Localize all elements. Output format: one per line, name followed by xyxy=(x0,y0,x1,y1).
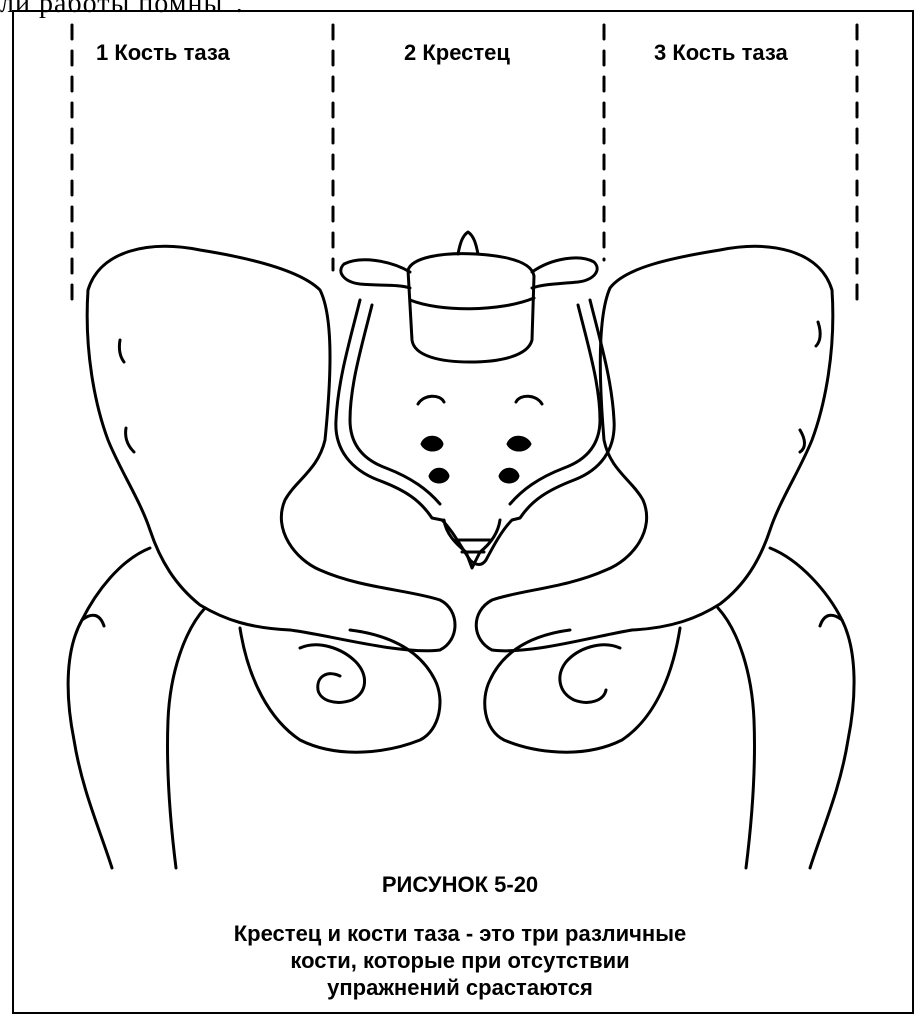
figure-caption: Крестец и кости таза - это три различные… xyxy=(0,920,920,1001)
caption-line: упражнений срастаются xyxy=(0,974,920,1001)
right-hip-detail xyxy=(816,322,820,346)
label-pelvic-bone-1: 1 Кость таза xyxy=(96,40,230,66)
caption-line: Крестец и кости таза - это три различные xyxy=(0,920,920,947)
left-femur xyxy=(68,548,150,868)
left-femur-neck xyxy=(82,615,104,626)
right-hip-detail xyxy=(800,430,805,452)
right-ischium xyxy=(485,628,680,752)
label-sacrum: 2 Крестец xyxy=(404,40,510,66)
sacral-foramen xyxy=(430,469,448,482)
right-femur xyxy=(770,548,854,868)
sacral-foramen xyxy=(516,396,542,404)
caption-line: кости, которые при отсутствии xyxy=(0,947,920,974)
sacral-foramen xyxy=(422,437,442,450)
vertebra-disc xyxy=(410,298,534,309)
left-hip-detail xyxy=(126,428,134,452)
figure-title: РИСУНОК 5-20 xyxy=(0,872,920,898)
right-obturator xyxy=(560,645,620,703)
left-hip-detail xyxy=(119,340,124,362)
left-obturator xyxy=(300,645,365,703)
sacrum-outline xyxy=(336,300,614,565)
sacral-foramen xyxy=(418,396,444,404)
right-femur-inner xyxy=(718,608,755,868)
left-hip-bone xyxy=(87,246,455,650)
label-pelvic-bone-3: 3 Кость таза xyxy=(654,40,788,66)
right-hip-bone xyxy=(476,246,833,650)
sacral-foramen xyxy=(500,469,518,482)
left-ischium xyxy=(240,628,440,752)
left-femur-inner xyxy=(167,608,205,868)
sacral-foramen xyxy=(508,437,530,450)
vertebra-right-wing xyxy=(532,258,597,288)
vertebra-left-wing xyxy=(341,260,410,288)
vertebra-spinous xyxy=(458,232,478,254)
right-femur-neck xyxy=(820,615,842,626)
